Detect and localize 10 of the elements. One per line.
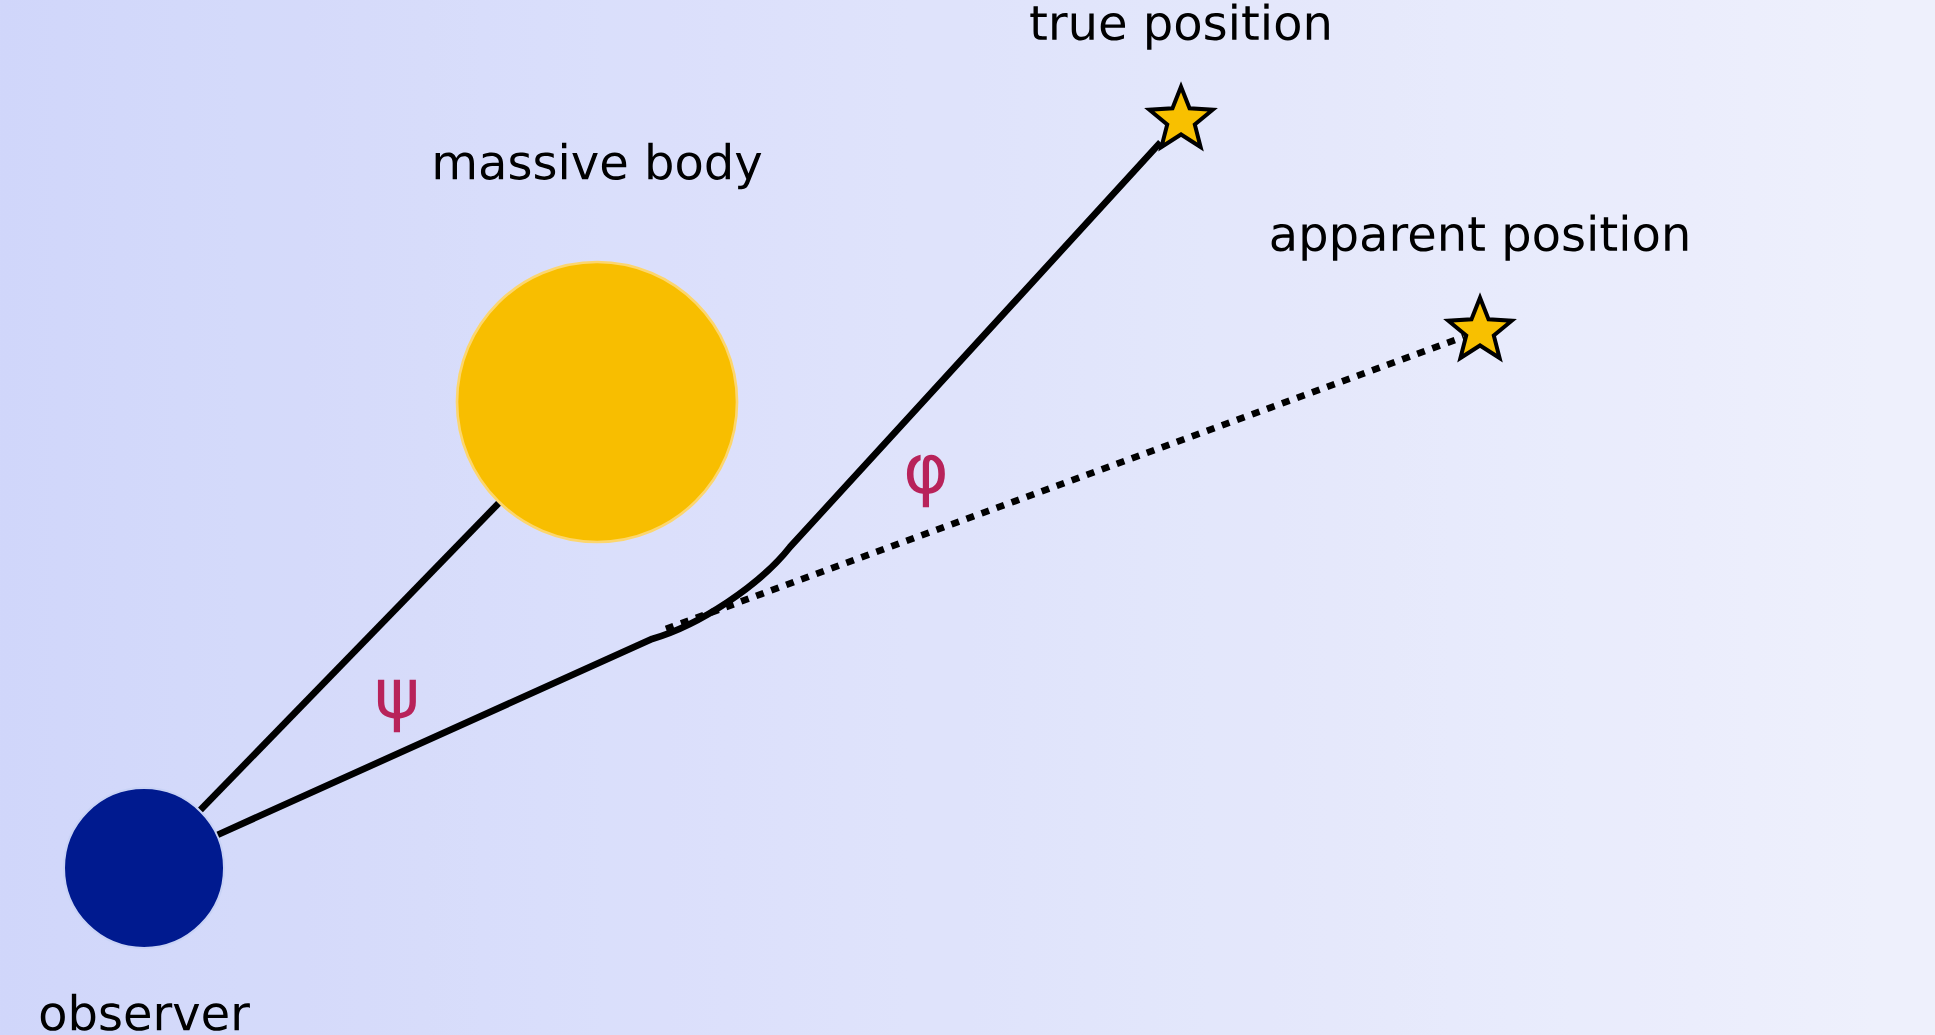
node-label: true position [1030, 3, 1329, 50]
node-label: apparent position [1271, 214, 1688, 261]
star: apparent position [1271, 214, 1688, 363]
angle-label: φ [906, 454, 945, 508]
node-label: observer [40, 993, 250, 1031]
angle-label: ψ [377, 679, 416, 733]
sight-line [198, 501, 501, 813]
sight-line [216, 140, 1163, 838]
node-label: massive body [435, 142, 762, 190]
star: true position [1030, 3, 1329, 152]
